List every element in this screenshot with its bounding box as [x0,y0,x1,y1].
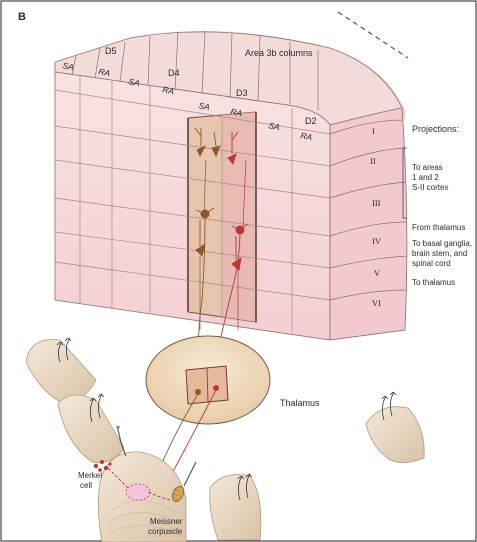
cortex-side-face [330,108,407,340]
projections-annotations: Projections: To areas 1 and 2 S-II corte… [403,124,472,287]
layer-label-1: I [372,126,375,136]
fingertip-d5 [26,339,96,404]
receptive-field [126,484,150,500]
to-areas-line-2: 1 and 2 [412,173,439,182]
projections-heading: Projections: [412,124,459,134]
thalamus-label: Thalamus [280,398,320,408]
digit-label-d4: D4 [168,68,180,78]
layer-label-4: IV [372,236,382,246]
digit-label-d3: D3 [236,88,248,98]
meissner-label-line-2: corpuscle [148,527,183,536]
layer-label-5: V [374,268,381,278]
merkel-label-line-2: cell [80,481,92,490]
fingertip-d2 [210,475,261,541]
to-basal-line-2: brain stem, and [412,249,467,258]
to-basal-line-1: To basal ganglia, [412,239,472,248]
to-areas-line-1: To areas [412,163,443,172]
thalamus [146,336,270,424]
panel-label: B [18,11,26,23]
digit-label-d5: D5 [105,46,117,56]
from-thalamus-label: From thalamus [412,223,465,232]
layer-label-3: III [372,198,381,208]
layer-label-6: VI [372,298,381,308]
meissner-label-line-1: Meissner [150,517,183,526]
to-areas-line-3: S-II cortex [412,183,448,192]
merkel-label-line-1: Merkel [78,471,102,480]
layer-label-2: II [370,156,376,166]
to-thalamus-label: To thalamus [412,278,455,287]
dashed-guide-line [338,12,408,58]
fingertip-d1 [366,407,424,463]
digit-label-d2: D2 [305,116,317,126]
cortex-title: Area 3b columns [245,48,313,58]
d3-ra-column-highlight [222,112,256,322]
to-basal-line-3: spinal cord [412,259,451,268]
